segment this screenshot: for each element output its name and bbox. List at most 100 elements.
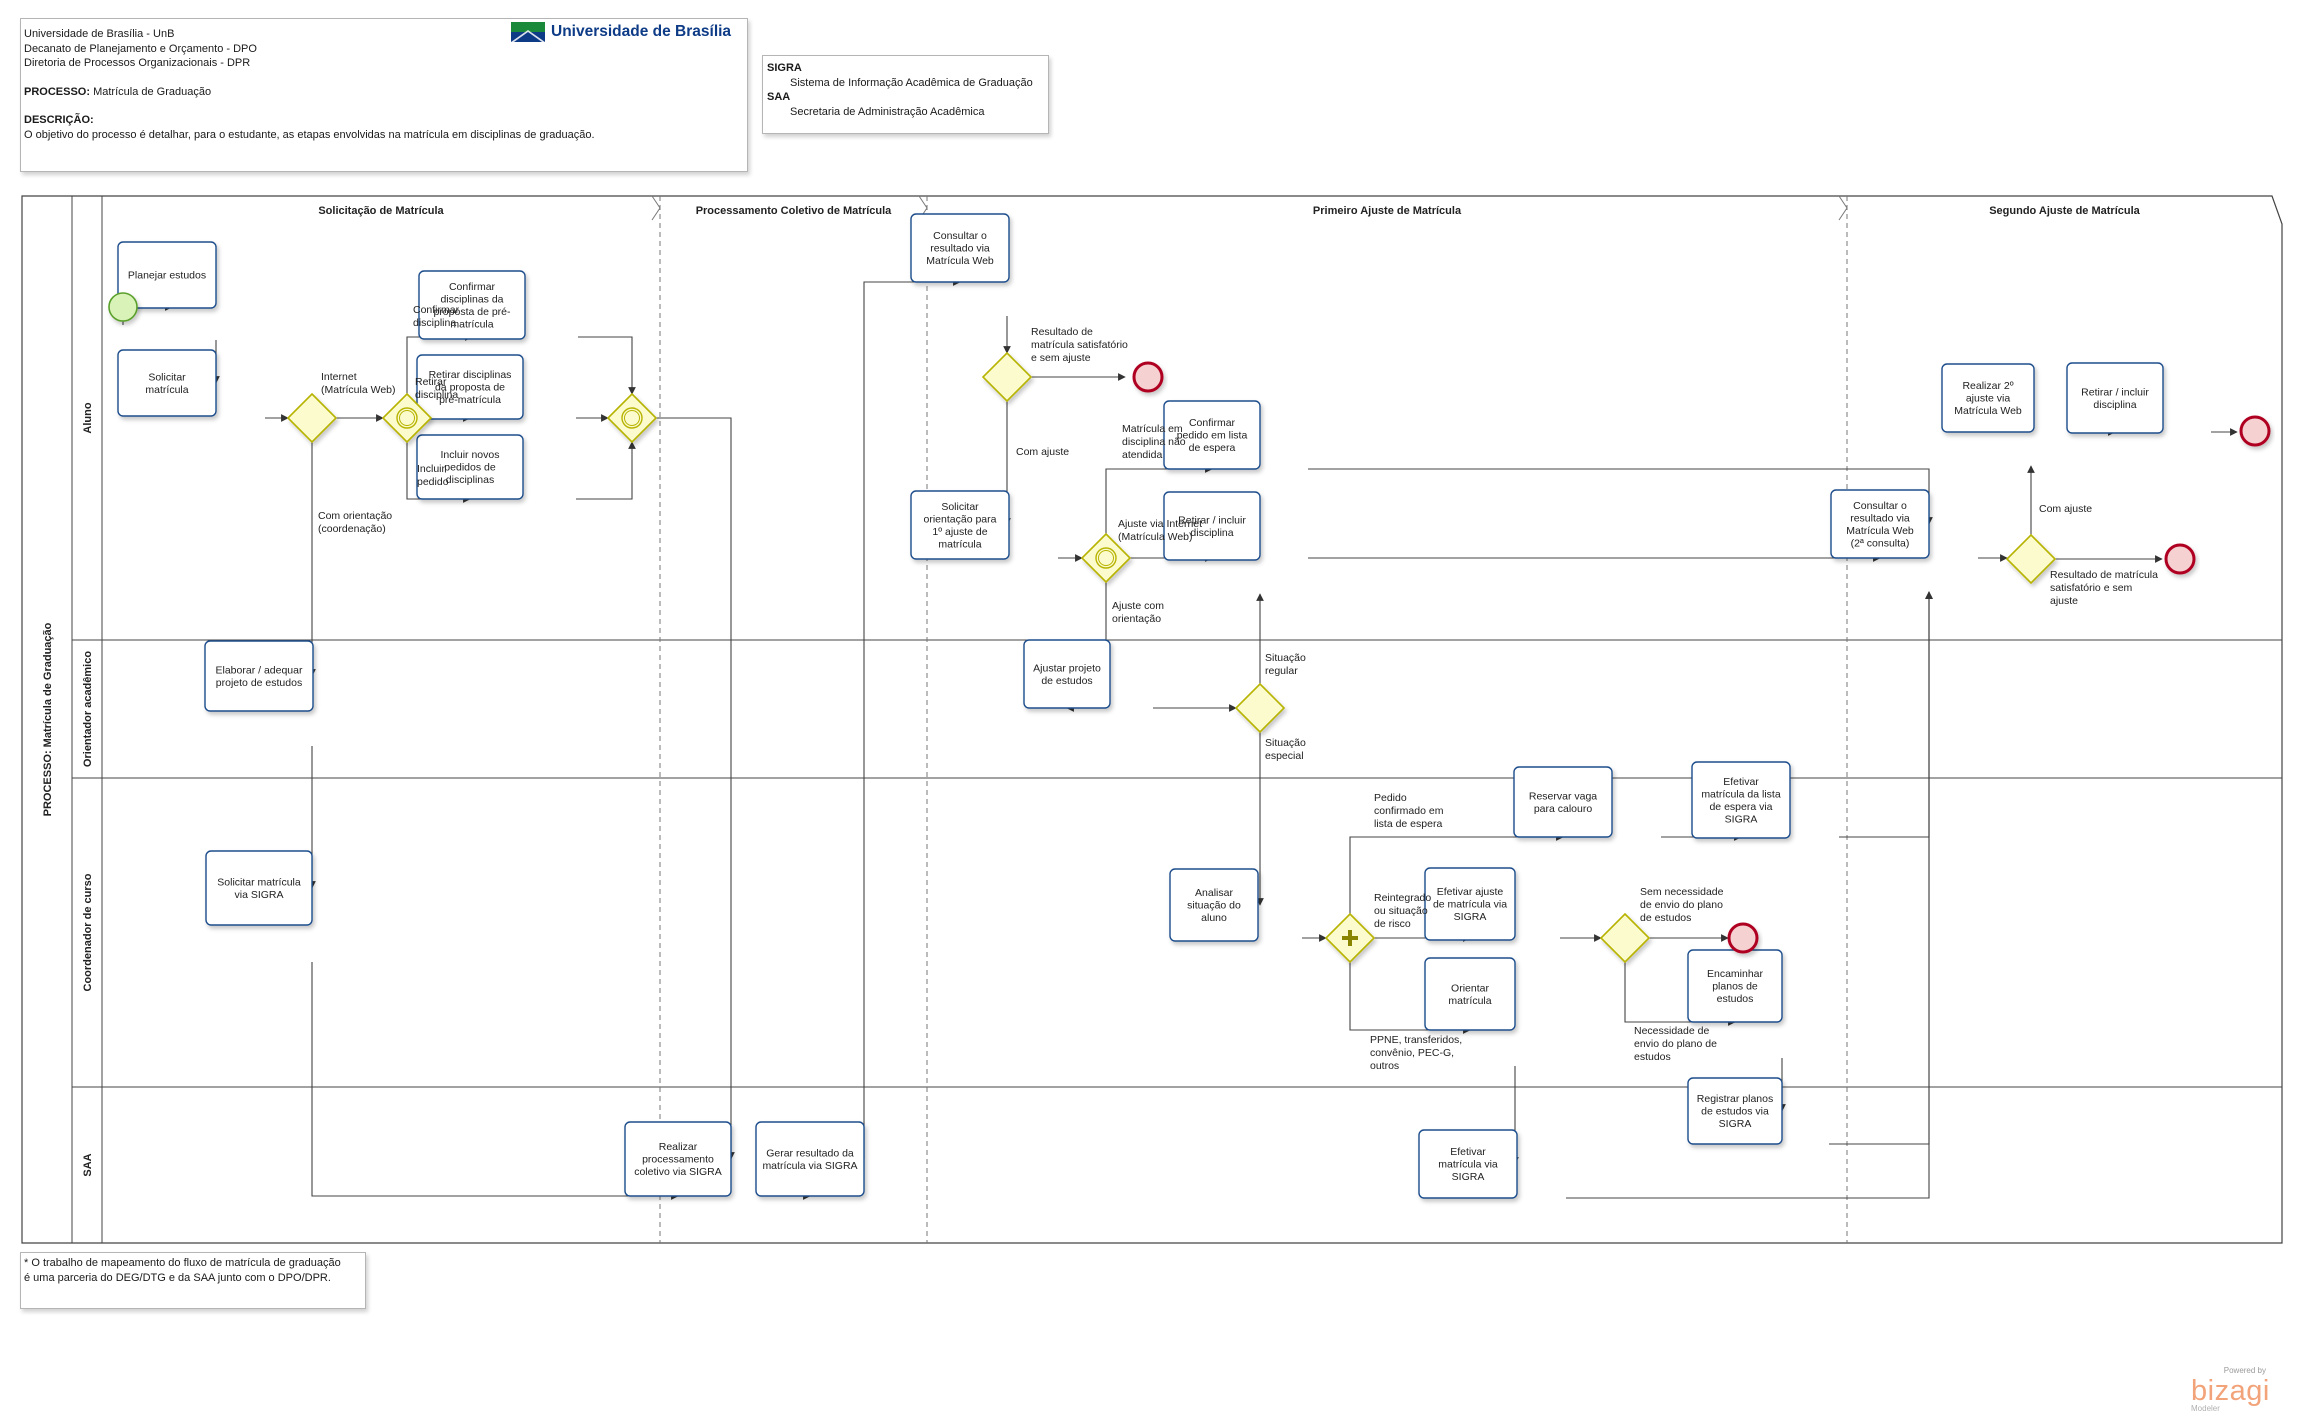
gateway-xor-xor3[interactable] <box>1234 682 1286 734</box>
process-name: Matrícula de Graduação <box>93 85 212 98</box>
phase-label-p3: Primeiro Ajuste de Matrícula <box>1313 205 1462 217</box>
task-box <box>1687 1077 1783 1145</box>
task-box <box>624 1121 732 1197</box>
gateway-event-evt1[interactable] <box>381 392 433 444</box>
flow-label-com-orient: Com orientação(coordenação) <box>318 510 392 535</box>
sequence-flow <box>576 441 636 500</box>
gateway-xor-xor2[interactable] <box>981 351 1033 403</box>
unb-logo-icon <box>511 22 545 42</box>
end-event-icon[interactable] <box>2164 543 2196 575</box>
gateway-diamond <box>981 351 1033 403</box>
unb-logo: Universidade de Brasília <box>511 22 731 42</box>
pool-border <box>21 195 2283 1244</box>
phase-chevron <box>651 195 661 221</box>
logo-text: Universidade de Brasília <box>551 22 732 40</box>
description-text: O objetivo do processo é detalhar, para … <box>24 128 595 141</box>
gateway-event-join1[interactable] <box>606 392 658 444</box>
legend-acronym-saa: SAA <box>767 91 791 103</box>
legend-meaning-sigra: Sistema de Informação Acadêmica de Gradu… <box>790 76 1033 89</box>
sequence-flow <box>578 336 636 395</box>
lane-label-orientador: Orientador acadêmico <box>82 651 94 767</box>
task-box <box>755 1121 865 1197</box>
task-box <box>204 640 314 712</box>
task-box <box>418 270 526 340</box>
task-label: Planejar estudos <box>128 270 206 282</box>
task-box <box>910 213 1010 283</box>
lane-label-coordenador: Coordenador de curso <box>82 873 94 991</box>
gateway-diamond <box>1599 912 1651 964</box>
gateway-xor-xor4[interactable] <box>1599 912 1651 964</box>
end-event-icon[interactable] <box>1727 922 1759 954</box>
powered-by-text: Powered by <box>2223 1366 2266 1375</box>
sequence-flow <box>656 417 735 1160</box>
task-box <box>416 434 524 500</box>
gateway-xor-xor5[interactable] <box>2005 533 2057 585</box>
task-box <box>1424 957 1516 1031</box>
task-planejar[interactable]: Planejar estudos <box>117 241 217 309</box>
gateway-event-evt2[interactable] <box>1080 532 1132 584</box>
phase-label-p1: Solicitação de Matrícula <box>318 205 444 217</box>
bizagi-badge: Powered by bizagi Modeler <box>2188 1366 2274 1416</box>
footnote-line-2: é uma parceria do DEG/DTG e da SAA junto… <box>24 1271 331 1284</box>
start-event-icon[interactable] <box>108 292 138 322</box>
end-event-icon[interactable] <box>1132 361 1164 393</box>
gateway-diamond <box>2005 533 2057 585</box>
end-event-icon[interactable] <box>2239 415 2271 447</box>
task-box <box>1830 489 1930 559</box>
phase-label-p4: Segundo Ajuste de Matrícula <box>1989 205 2140 217</box>
acronym-legend: SIGRA Sistema de Informação Acadêmica de… <box>762 55 1049 134</box>
gateway-xor-xor1[interactable] <box>286 392 338 444</box>
gateway-diamond <box>286 392 338 444</box>
task-box <box>117 241 217 309</box>
task-box <box>1513 766 1613 838</box>
gateway-par-par[interactable] <box>1324 912 1376 964</box>
lane-label-saa: SAA <box>82 1153 94 1176</box>
parallel-gateway-plus-icon <box>1342 930 1358 946</box>
task-box <box>205 850 313 926</box>
gateway-diamond <box>1080 532 1132 584</box>
task-box <box>1691 761 1791 839</box>
